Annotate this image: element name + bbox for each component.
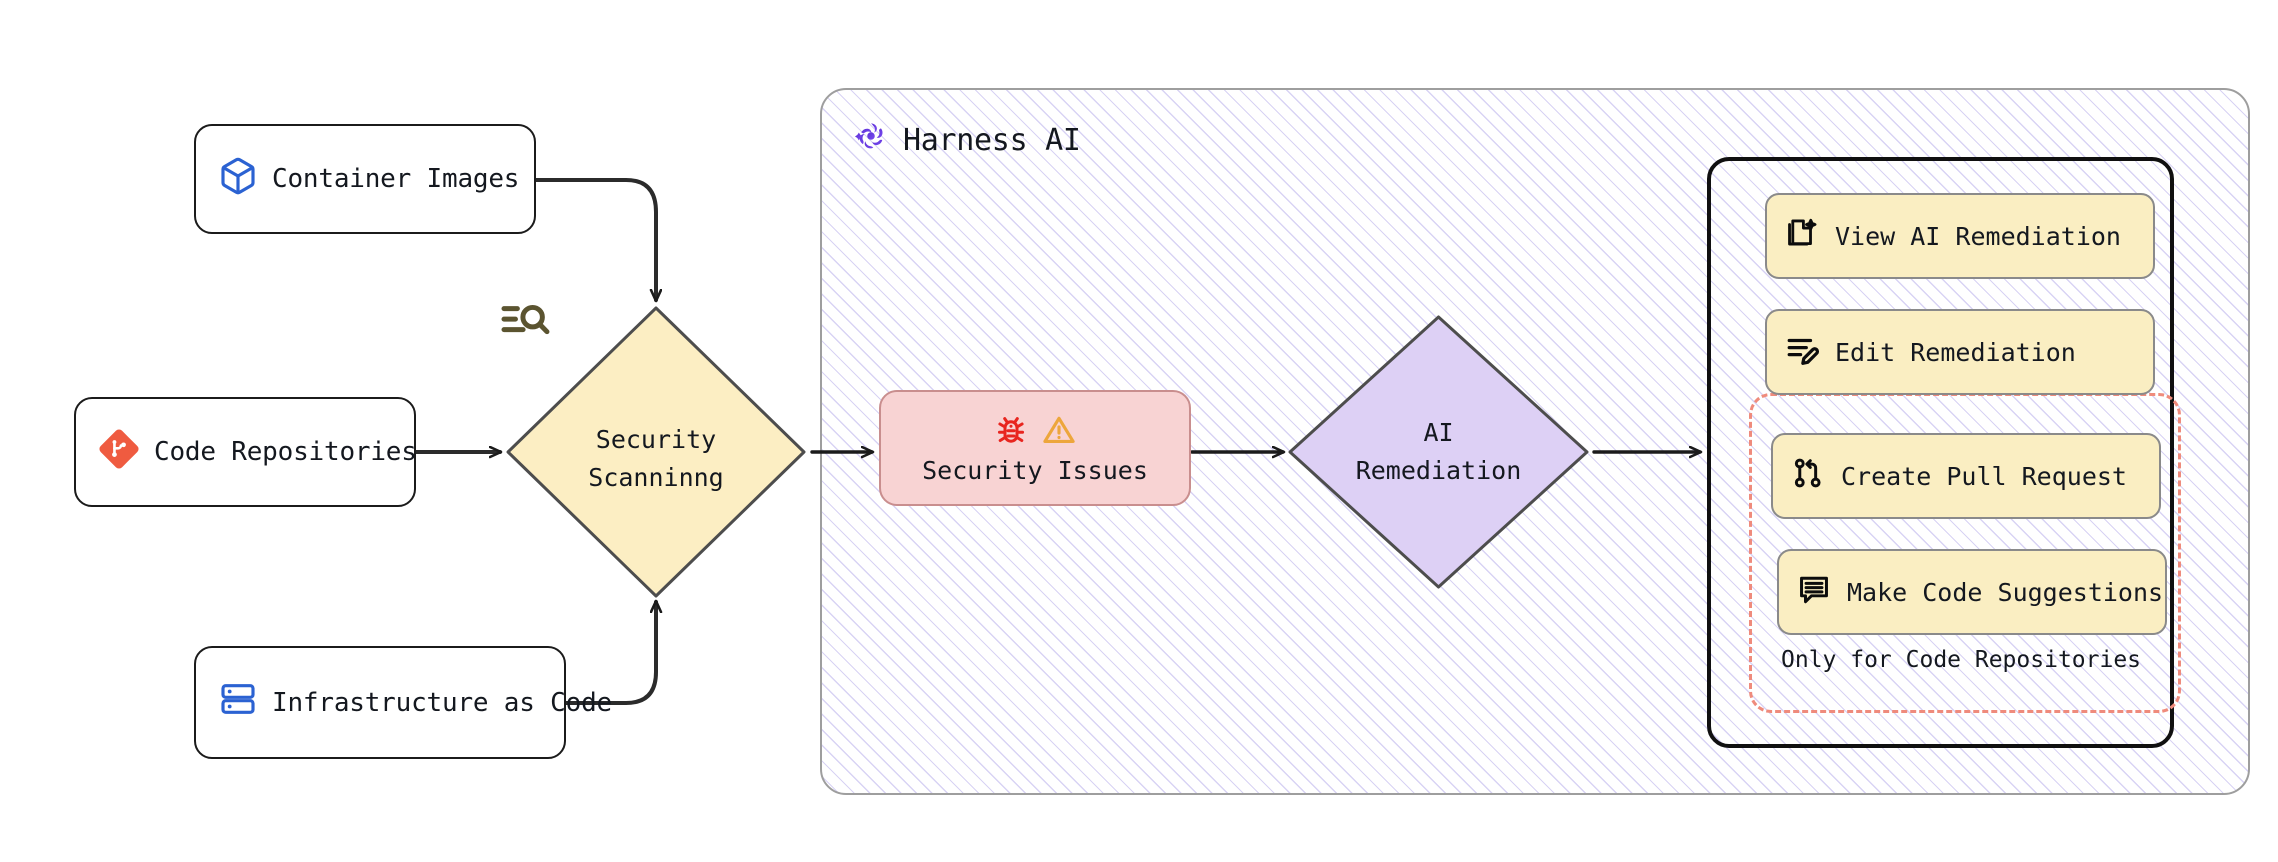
security-issues-icons [993,412,1077,452]
node-security-issues[interactable]: Security Issues [879,390,1191,506]
edge-container-images-to-scanning [534,178,656,300]
bug-icon [993,412,1029,452]
node-code-repositories[interactable]: Code Repositories [74,397,417,507]
node-infrastructure-as-code-label: Infrastructure as Code [272,687,612,718]
action-edit-remediation-label: Edit Remediation [1835,337,2076,367]
server-stack-icon [218,679,258,726]
action-view-ai-remediation[interactable]: View AI Remediation [1765,193,2155,279]
security-scanning-label-line2: Scanninng [588,463,724,492]
node-container-images[interactable]: Container Images [194,124,536,234]
node-container-images-label: Container Images [272,164,520,194]
ai-remediation-label-line1: AI [1423,418,1454,447]
node-code-repositories-label: Code Repositories [154,437,417,467]
node-infrastructure-as-code[interactable]: Infrastructure as Code [194,646,612,759]
node-ai-remediation[interactable]: AI Remediation [1283,310,1594,594]
action-make-code-suggestions[interactable]: Make Code Suggestions [1777,549,2167,635]
node-security-scanning[interactable]: Security Scanninng [500,300,812,604]
action-make-code-suggestions-label: Make Code Suggestions [1847,577,2164,607]
harness-pinwheel-icon [853,118,889,162]
action-edit-remediation[interactable]: Edit Remediation [1765,309,2155,395]
actions-panel: View AI Remediation Edit Remediation [1707,157,2181,748]
action-create-pull-request-label: Create Pull Request [1841,461,2127,491]
pull-request-icon [1791,456,1825,496]
code-repositories-only-caption: Only for Code Repositories [1781,647,2142,673]
harness-ai-title: Harness AI [853,118,1081,162]
security-scanning-label-line1: Security [595,425,717,454]
ai-remediation-label-line2: Remediation [1355,456,1522,485]
action-view-ai-remediation-label: View AI Remediation [1835,221,2121,251]
document-sparkle-icon [1785,216,1819,256]
git-repo-icon [98,428,140,477]
harness-ai-title-text: Harness AI [903,122,1081,158]
comment-lines-icon [1797,572,1831,612]
warning-triangle-icon [1041,412,1077,452]
security-issues-label: Security Issues [922,455,1148,485]
list-pencil-icon [1785,332,1819,372]
action-create-pull-request[interactable]: Create Pull Request [1771,433,2161,519]
cube-icon [218,156,258,203]
